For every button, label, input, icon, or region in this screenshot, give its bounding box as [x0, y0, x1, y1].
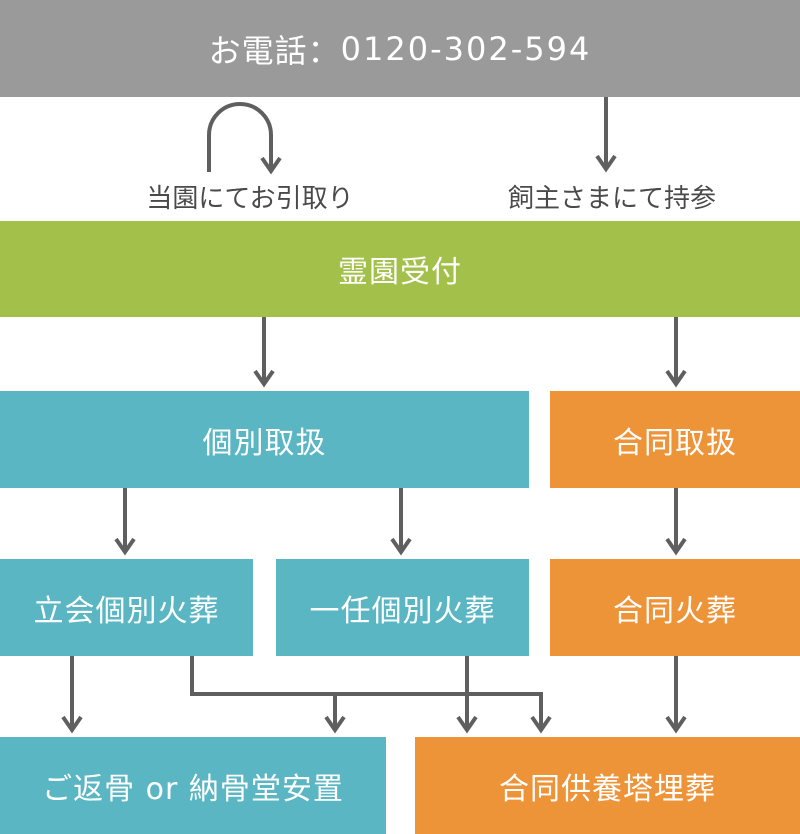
phone-header: お電話 ： 0120-302-594	[0, 0, 800, 97]
attended-cremation-box: 立会個別火葬	[0, 559, 253, 656]
phone-label: お電話	[208, 31, 308, 70]
attended-to-memorial-arrowhead	[530, 715, 552, 734]
joint-handling-to-cremation-arrowhead	[665, 537, 687, 556]
pickup-loop-arrowhead	[260, 156, 282, 175]
phone-separator: ：	[307, 31, 341, 70]
joint-cremation-box: 合同火葬	[550, 559, 800, 656]
individual-to-entrusted-arrowhead	[390, 537, 412, 556]
entrusted-to-return-arrowhead	[324, 715, 346, 734]
attended-to-memorial-line	[190, 656, 543, 730]
joint-handling-box: 合同取扱	[550, 391, 800, 488]
attended-to-return-arrowhead	[61, 715, 83, 734]
owner-delivery-label: 飼主さまにて持参	[507, 183, 716, 214]
return-or-ossuary-box: ご返骨 or 納骨堂安置	[0, 737, 386, 834]
joint-cremation-to-memorial-arrowhead	[665, 715, 687, 734]
entrusted-cremation-box: 一任個別火葬	[276, 559, 529, 656]
reception-to-joint-arrowhead	[665, 369, 687, 388]
individual-to-attended-arrowhead	[114, 537, 136, 556]
entrusted-to-memorial-arrowhead	[456, 715, 478, 734]
joint-memorial-burial-box: 合同供養塔埋葬	[415, 737, 800, 834]
reception-to-individual-arrowhead	[253, 369, 275, 388]
pickup-loop-arrow	[207, 102, 273, 172]
cemetery-pickup-label: 当園にてお引取り	[146, 183, 354, 214]
phone-number[interactable]: 0120-302-594	[340, 29, 592, 68]
individual-handling-box: 個別取扱	[0, 391, 529, 488]
reception-box: 霊園受付	[0, 221, 800, 317]
header-to-delivery-arrowhead	[595, 154, 617, 173]
